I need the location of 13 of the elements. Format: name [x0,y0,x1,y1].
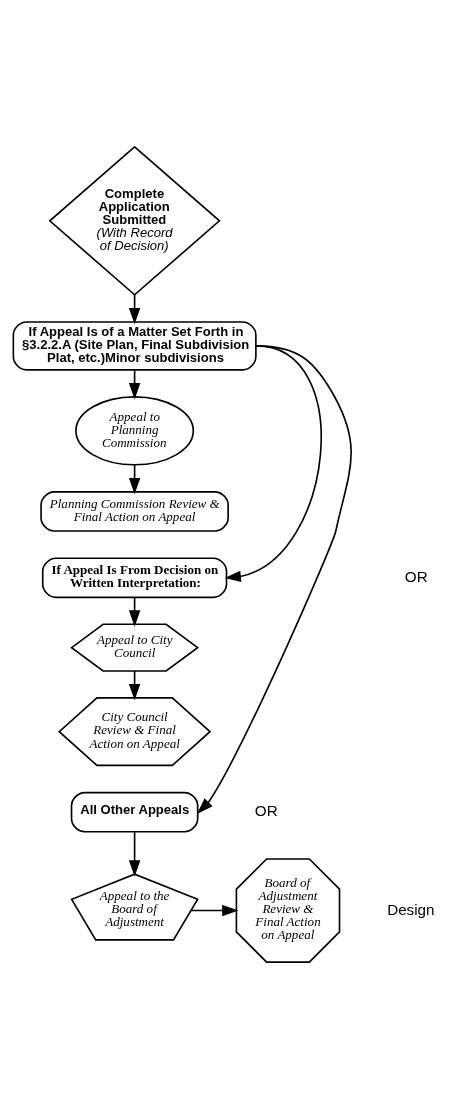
label: OR [404,567,428,585]
arrow [196,345,352,814]
label: OR [254,802,278,820]
arrow [224,345,322,583]
arrow [189,904,238,917]
arrow [128,830,140,877]
node-box: All Other Appeals [70,791,198,833]
node-box: If Appeal Is From Decision on Written Interpretation: [41,557,227,599]
node-ellipse: Appeal to Planning Commission [74,396,194,466]
node-diamond: Complete Application Submitted (With Record of Decision) [48,145,221,296]
node-box: Planning Commission Review & Final Action on Appeal [39,491,229,532]
node-box: If Appeal Is of a Matter Set Forth in §3.2.2.A (Site Plan, Final Subdivision Plat, etc.)Minor subdivisions [12,321,257,371]
label: Design [386,900,435,918]
